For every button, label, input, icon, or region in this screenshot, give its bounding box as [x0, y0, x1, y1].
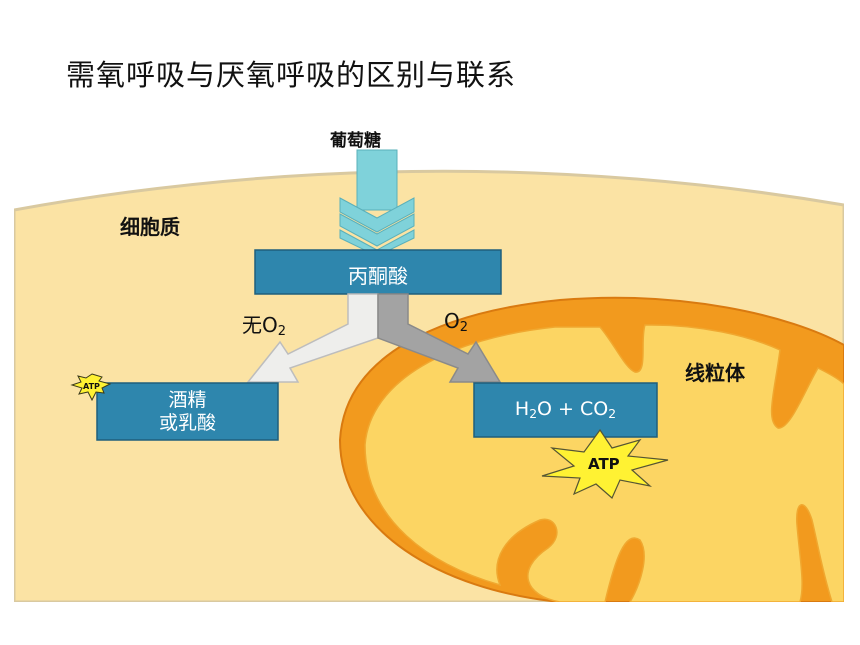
- aerobic-sub2: 2: [608, 407, 617, 421]
- page-title: 需氧呼吸与厌氧呼吸的区别与联系: [66, 58, 517, 92]
- no-oxygen-label: 无O2: [242, 309, 286, 339]
- pyruvate-label: 丙酮酸: [348, 264, 408, 288]
- aerobic-sub1: 2: [529, 407, 538, 421]
- no-oxygen-text: 无O: [242, 313, 278, 337]
- aerobic-h: H: [514, 398, 530, 420]
- oxygen-label: O2: [444, 309, 468, 335]
- glucose-arrow: [339, 149, 415, 257]
- aerobic-product-box: [473, 382, 658, 438]
- atp-starburst-small: [70, 373, 112, 402]
- aerobic-product-label: H2O + CO2: [474, 398, 657, 421]
- atp-starburst-large: [541, 428, 669, 499]
- glucose-label: 葡萄糖: [330, 131, 381, 151]
- cytoplasm-label: 细胞质: [120, 215, 180, 239]
- oxygen-text: O: [444, 309, 460, 333]
- atp-small-label: ATP: [83, 382, 100, 391]
- anaerobic-product-line2: 或乳酸: [158, 412, 216, 434]
- mitochondria-label: 线粒体: [685, 361, 745, 385]
- atp-large-label: ATP: [588, 455, 620, 473]
- oxygen-subscript: 2: [459, 320, 469, 335]
- pyruvate-box: [254, 249, 502, 295]
- no-oxygen-subscript: 2: [277, 324, 287, 339]
- anaerobic-product-box: [96, 382, 279, 441]
- anaerobic-product-line1: 酒精: [168, 389, 207, 411]
- aerobic-mid: O + CO: [537, 398, 609, 420]
- anaerobic-product-label: 酒精 或乳酸: [97, 389, 278, 435]
- aerobic-branch-arrow: [377, 293, 502, 383]
